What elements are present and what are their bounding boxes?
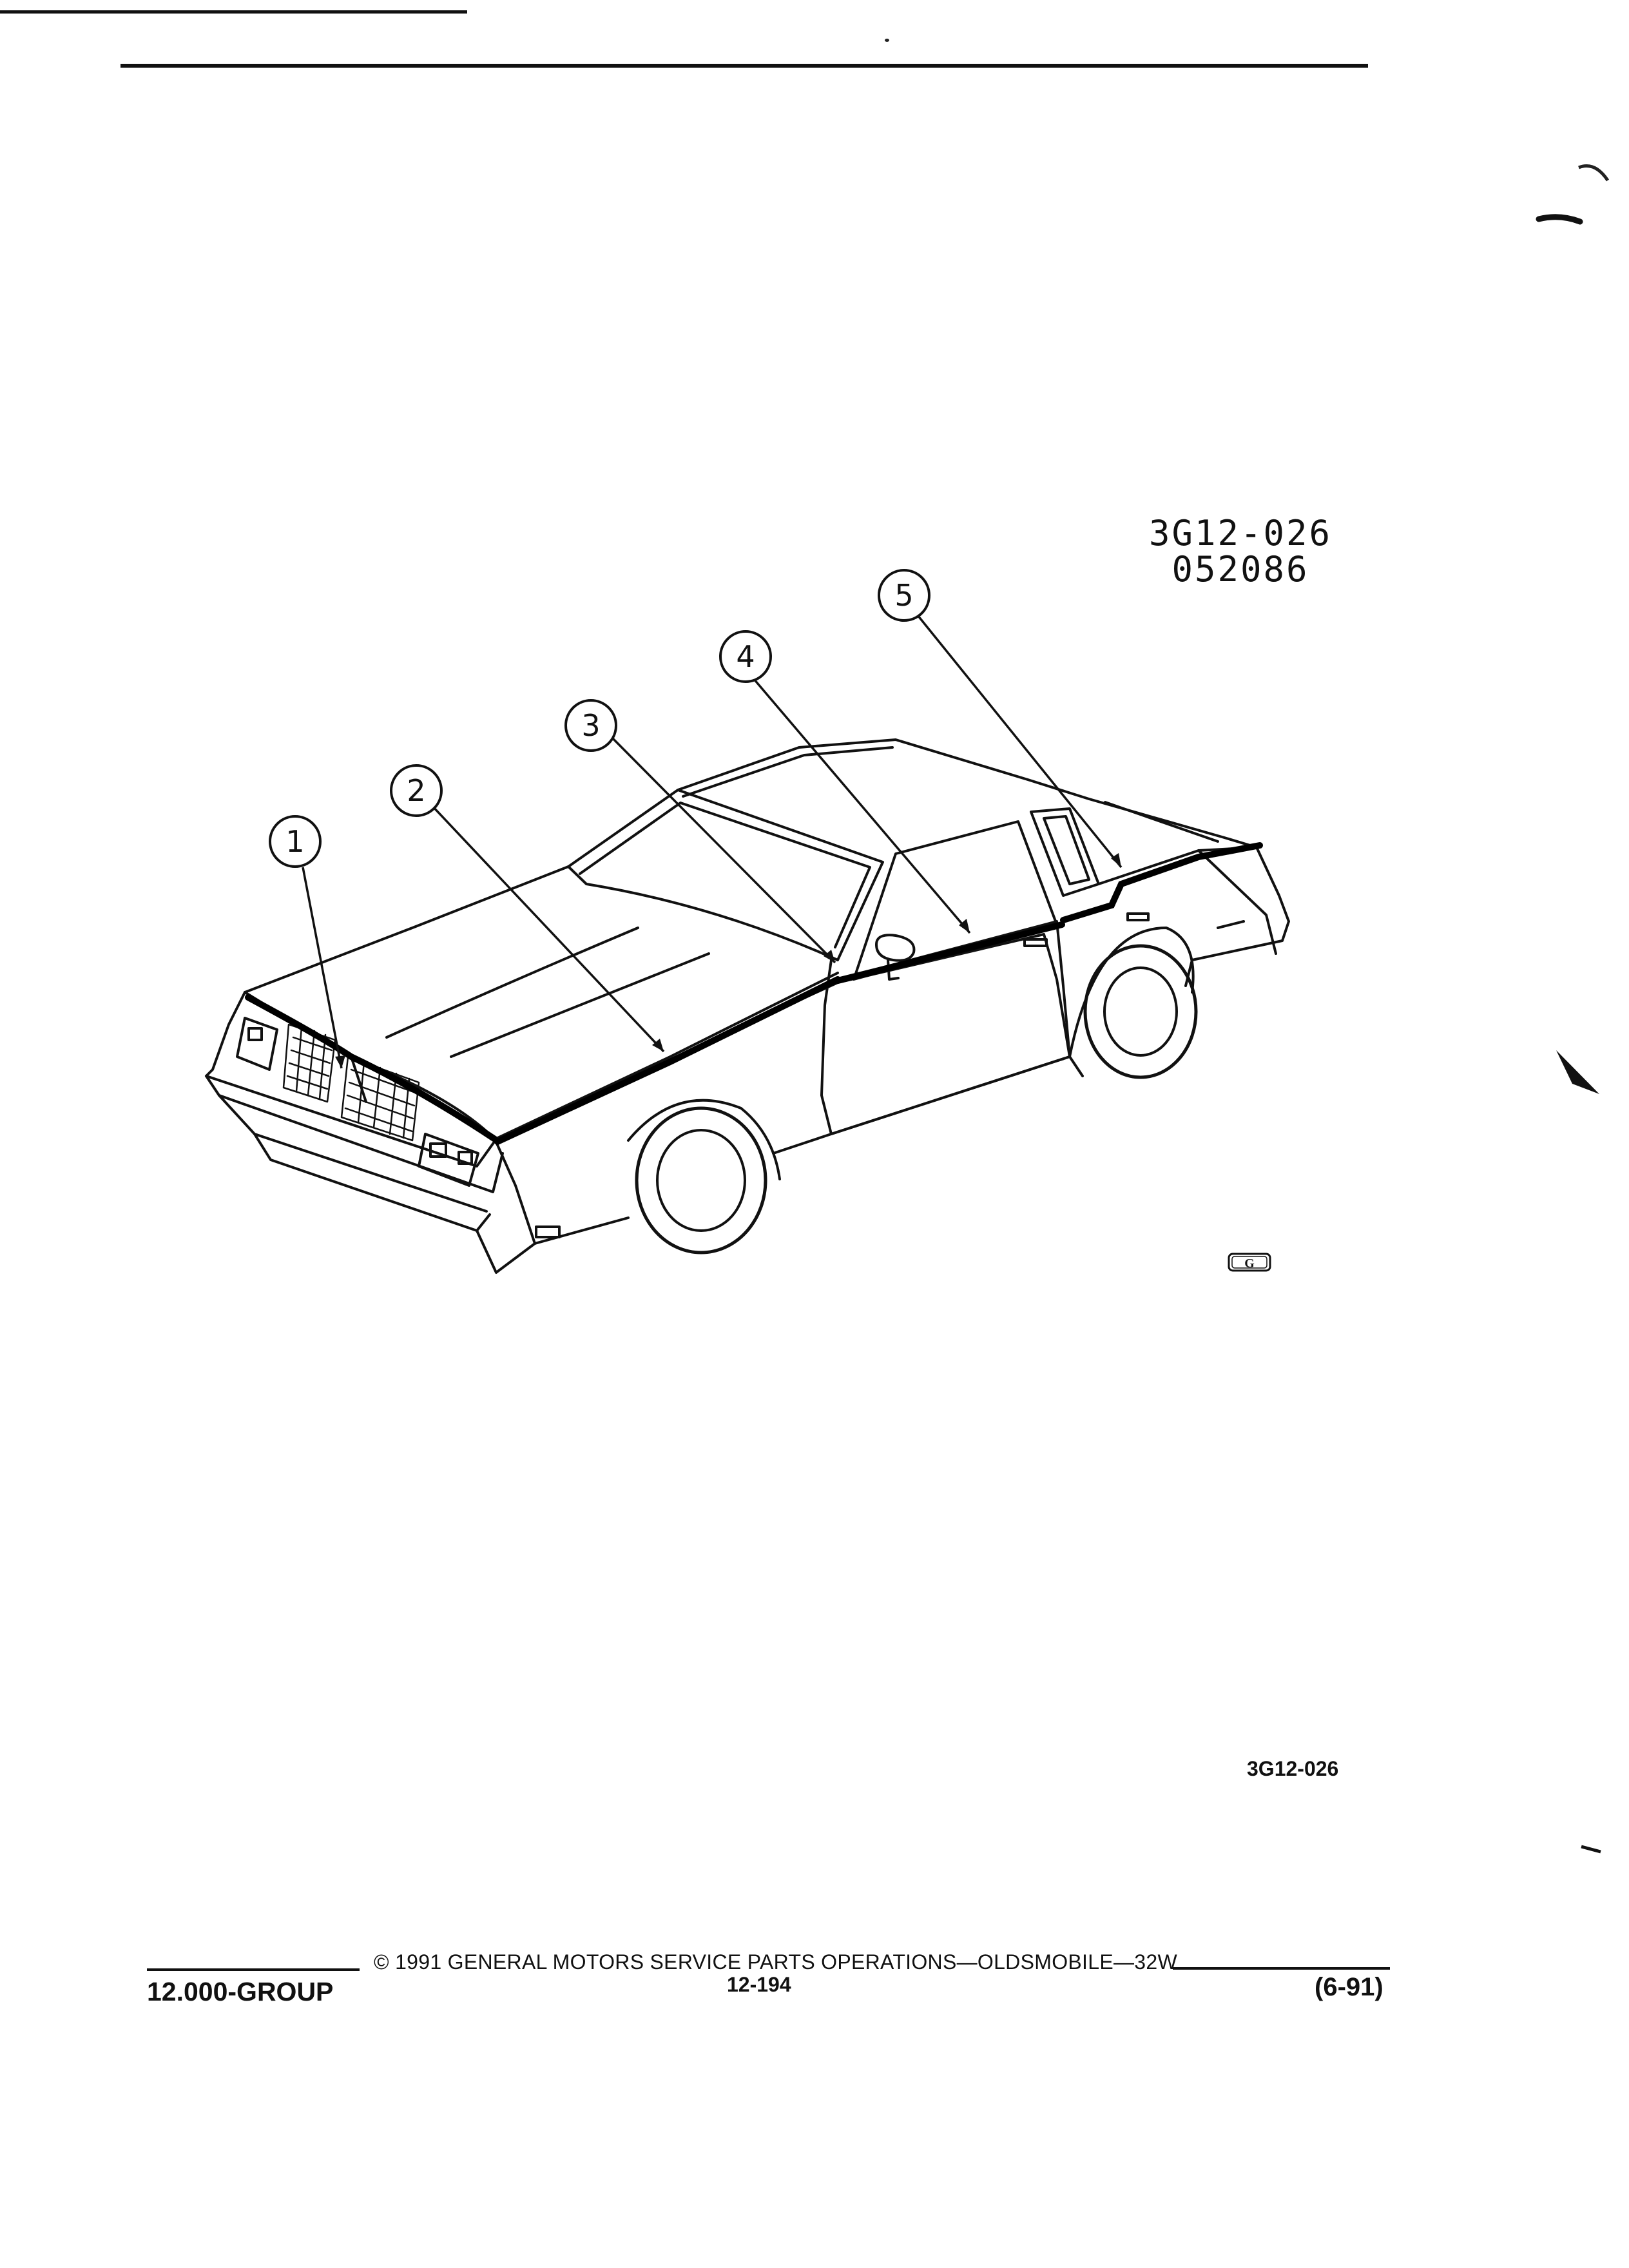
leader-line-1: [302, 867, 343, 1069]
figure-code: 3G12-026 052086: [1134, 515, 1347, 588]
door-stripe: [834, 921, 1065, 984]
callout-circle-3: [564, 699, 617, 752]
fender-stripe: [494, 976, 841, 1145]
headlight-left: [236, 1017, 278, 1071]
leader-line-5: [909, 604, 1123, 869]
svg-text:G: G: [1244, 1256, 1255, 1271]
footer-rule-left: [147, 1968, 360, 1971]
leader-line-2: [430, 804, 665, 1053]
windshield: [567, 789, 884, 961]
rear-quarter: [1097, 846, 1290, 987]
footer-revision: (6-91): [1315, 1973, 1383, 2001]
callout-number-4: 4: [736, 639, 755, 674]
callout-circle-1: [269, 815, 322, 868]
callout-number-5: 5: [894, 578, 913, 613]
hood-front-stripe: [245, 994, 498, 1142]
callout-number-2: 2: [407, 773, 425, 808]
hood: [244, 865, 839, 1140]
leader-line-3: [608, 733, 836, 964]
callout-circle-4: [719, 630, 772, 683]
rear-tire: [1083, 944, 1198, 1079]
top-rule-short: [0, 10, 467, 14]
body-side: [495, 933, 1084, 1140]
headlight-right: [418, 1133, 479, 1187]
callout-circle-5: [878, 569, 930, 622]
footer-copyright: © 1991 GENERAL MOTORS SERVICE PARTS OPER…: [374, 1950, 1177, 1974]
front-tire: [635, 1106, 767, 1254]
footer-rule-right: [1173, 1967, 1390, 1970]
margin-binding-marks: [1536, 164, 1610, 225]
front-fascia: [205, 991, 497, 1168]
margin-arrow-mark: [1556, 1050, 1599, 1094]
footer-group: 12.000-GROUP: [147, 1977, 334, 2006]
front-wheel-arch: [627, 1099, 781, 1180]
gm-g-logo-icon: G: [1228, 1253, 1271, 1272]
footer-page-number: 12-194: [727, 1973, 791, 1996]
door: [830, 920, 1071, 1135]
front-hub: [656, 1129, 746, 1232]
margin-dash-mark: [1581, 1845, 1601, 1854]
figure-id: 3G12-026: [1247, 1757, 1339, 1780]
callout-circle-2: [390, 764, 443, 817]
callout-number-1: 1: [285, 824, 304, 859]
header-rule: [120, 64, 1368, 68]
quarter-stripe: [1060, 842, 1263, 923]
figure-code-line1: 3G12-026: [1148, 513, 1333, 553]
rear-hub: [1103, 966, 1178, 1057]
figure-code-line2: 052086: [1171, 549, 1309, 590]
callout-number-3: 3: [581, 708, 600, 743]
roof-outline: [677, 738, 1090, 800]
side-mirror: [875, 934, 916, 962]
scan-speck: [885, 39, 889, 42]
leader-line-4: [753, 678, 971, 934]
